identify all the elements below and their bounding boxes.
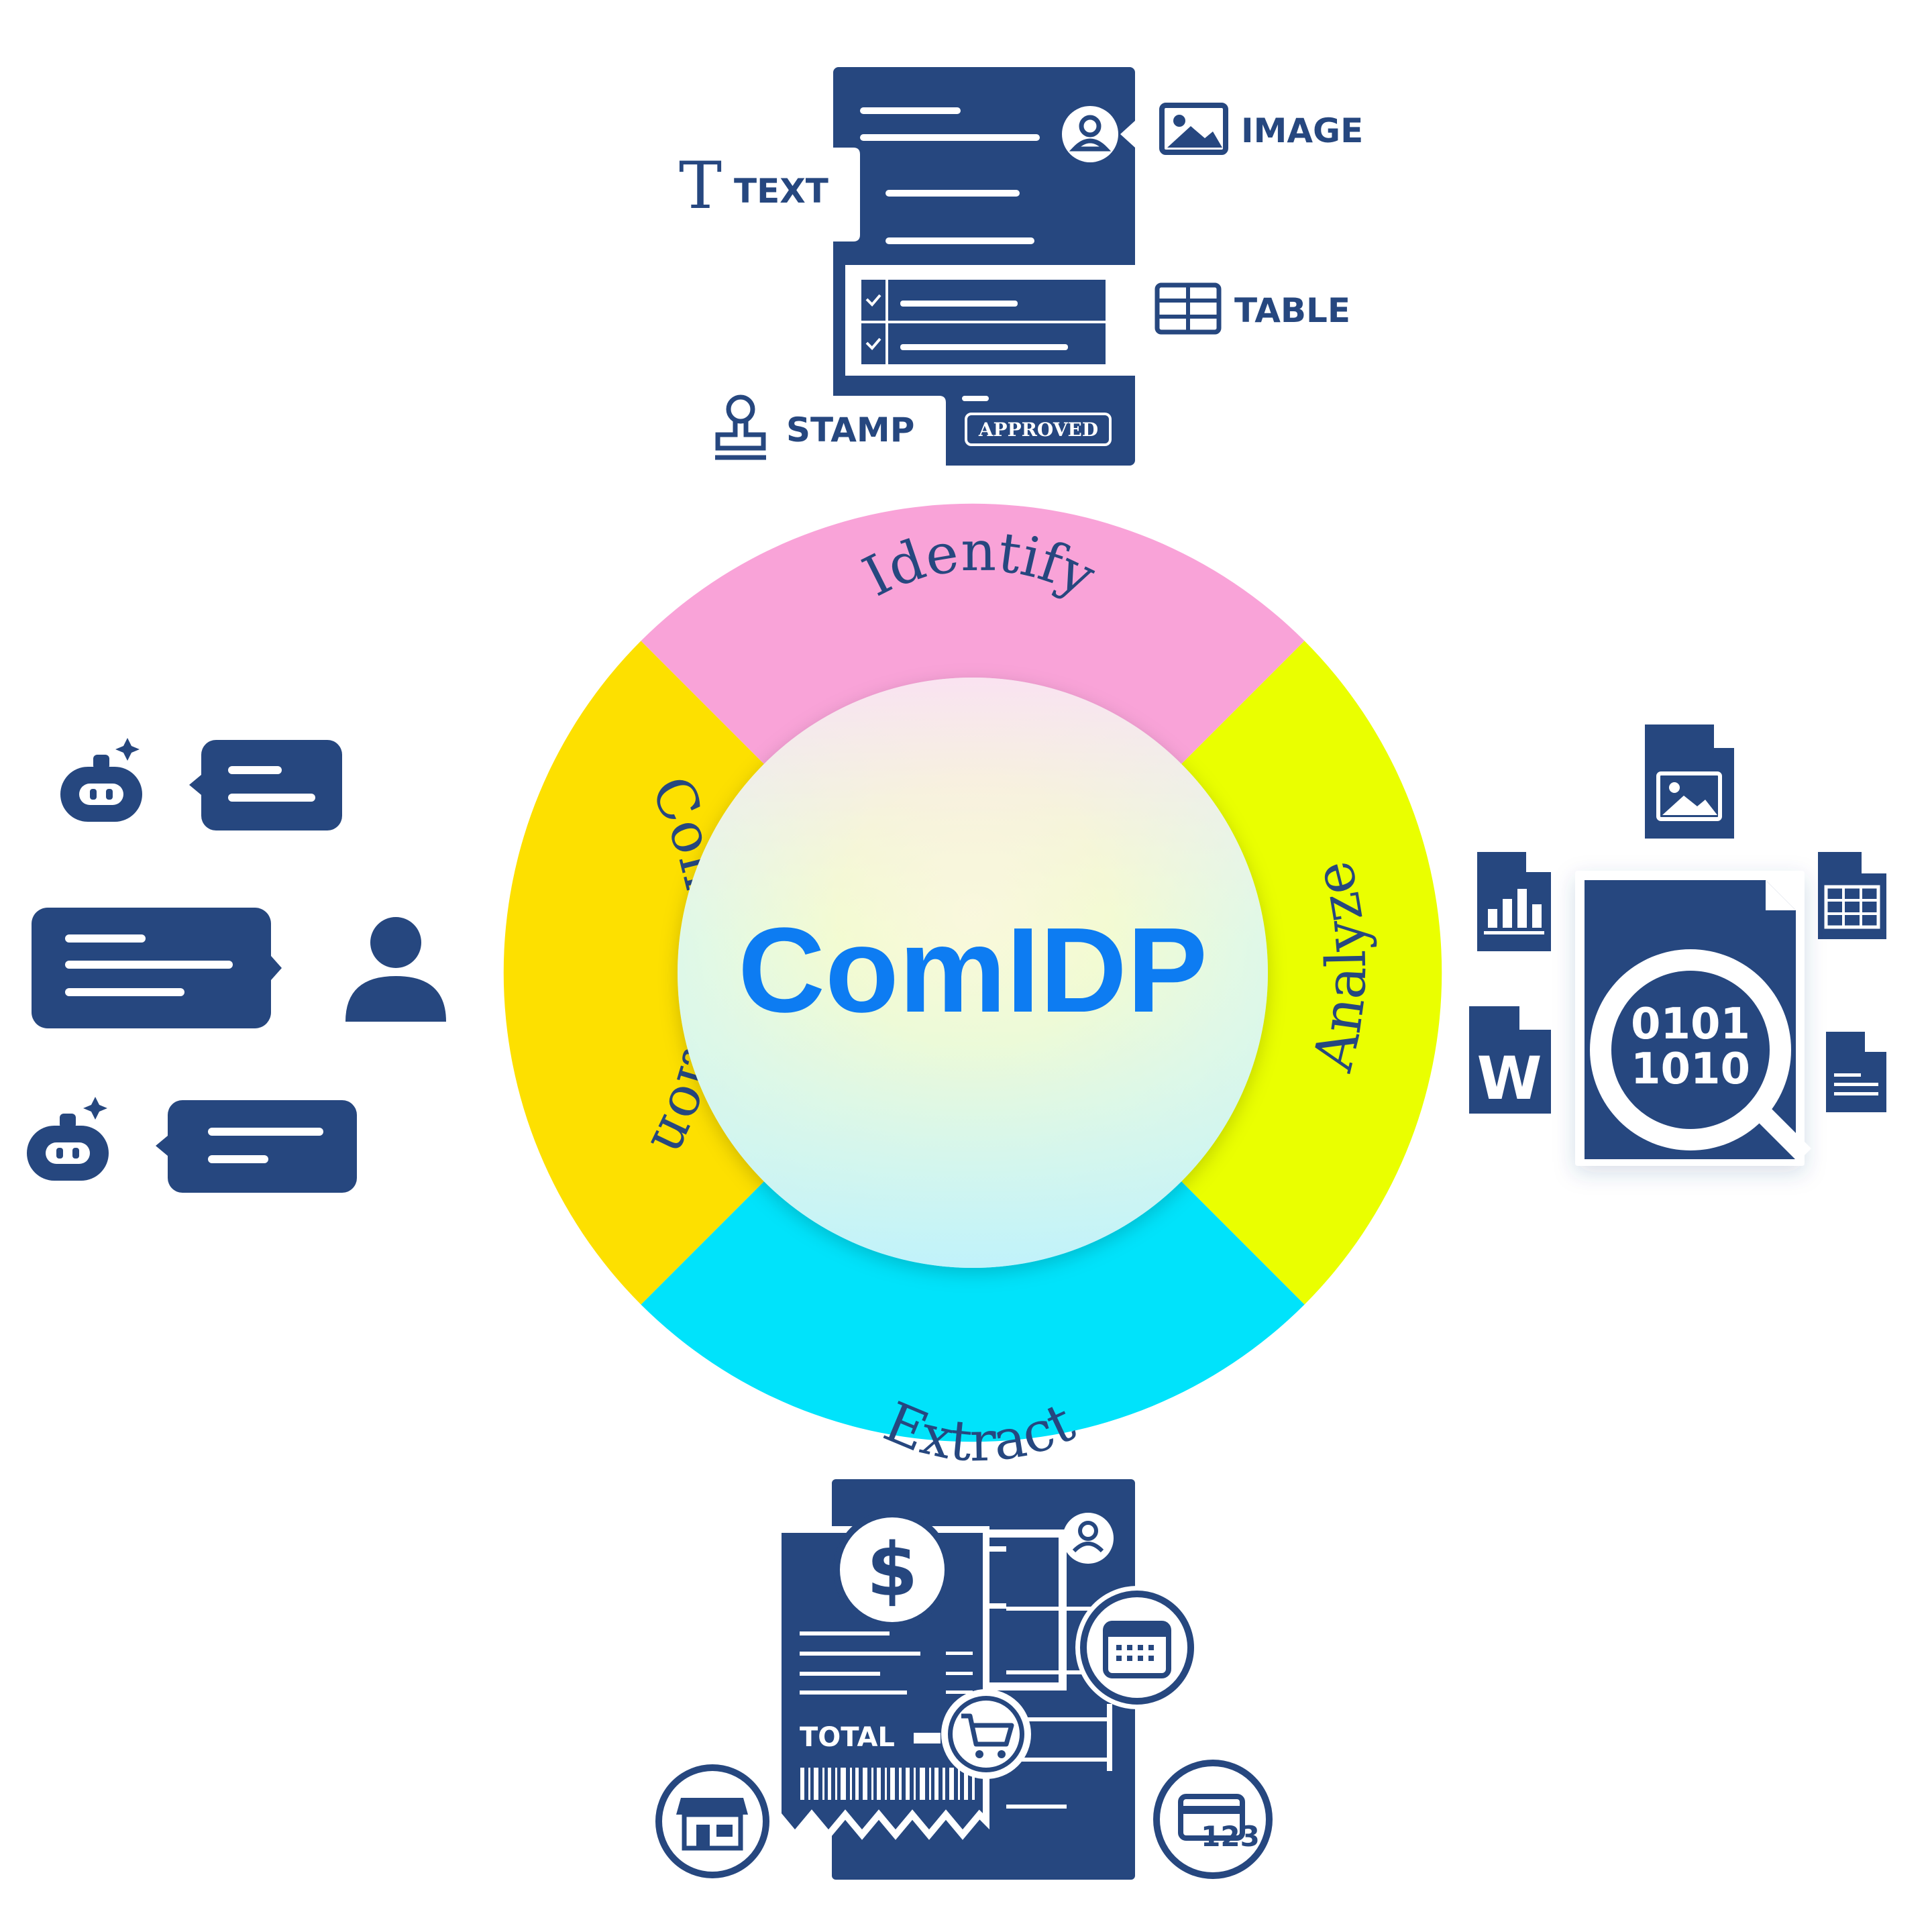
image-label: IMAGE [1241, 111, 1363, 150]
text-label-group: T TEXT [679, 148, 828, 223]
segment-analyze [1177, 641, 1442, 1305]
text-file-icon [1826, 1032, 1886, 1112]
dollar-icon: $ [833, 1511, 951, 1629]
stamp-label-group: STAMP [715, 394, 914, 460]
text-icon: T [679, 148, 722, 223]
user-icon [1062, 106, 1118, 162]
bar-chart-icon [1477, 852, 1551, 951]
barcode-icon [800, 1768, 975, 1800]
card-icon: 123 [1153, 1760, 1273, 1879]
process-ring: Identify Extract Conversation Analyze [503, 503, 1442, 1474]
binary-line-2: 1010 [1631, 1044, 1750, 1094]
table-label: TABLE [1234, 291, 1350, 330]
binary-line-1: 0101 [1631, 1000, 1750, 1049]
image-label-group: IMAGE [1159, 103, 1363, 155]
text-label: TEXT [734, 172, 828, 211]
chat-bubble-icon [32, 908, 282, 1028]
dollar-symbol: $ [867, 1527, 918, 1613]
image-icon [1159, 103, 1228, 155]
bot-icon [27, 1114, 109, 1181]
chat-bubble-icon [189, 740, 342, 830]
conversation-panel [27, 738, 446, 1193]
magnifier-icon: 0101 1010 [1590, 949, 1811, 1162]
sparkle-icon [115, 738, 140, 761]
segment-conversation [503, 641, 769, 1305]
identify-panel: APPROVED T TEXT IMAGE TABLE [679, 67, 1363, 466]
cart-icon [941, 1689, 1031, 1779]
chat-bubble-icon [156, 1100, 357, 1193]
sparkle-icon [83, 1097, 107, 1120]
segment-extract [641, 1177, 1305, 1442]
image-file-icon [1645, 724, 1734, 839]
user-icon [1063, 1513, 1114, 1564]
spreadsheet-icon [1818, 852, 1886, 939]
analyze-panel: W 0101 1010 [1469, 724, 1886, 1166]
stamp-label: STAMP [786, 411, 914, 449]
extract-panel: TOTAL [655, 1479, 1273, 1880]
stamp-icon [715, 394, 766, 460]
segment-identify [641, 503, 1305, 769]
calendar-icon [1075, 1586, 1199, 1709]
total-label: TOTAL [800, 1722, 895, 1753]
hub: ComIDP [678, 678, 1268, 1268]
stamp-text: APPROVED [978, 419, 1098, 441]
store-icon [655, 1764, 769, 1878]
table-label-group: TABLE [1155, 282, 1350, 335]
word-letter: W [1477, 1044, 1542, 1113]
user-icon [345, 917, 446, 1022]
table-icon [1155, 282, 1222, 335]
card-number: 123 [1201, 1820, 1260, 1853]
bot-icon [60, 755, 142, 822]
hub-title: ComIDP [738, 903, 1208, 1038]
word-doc-icon: W [1469, 1006, 1551, 1114]
